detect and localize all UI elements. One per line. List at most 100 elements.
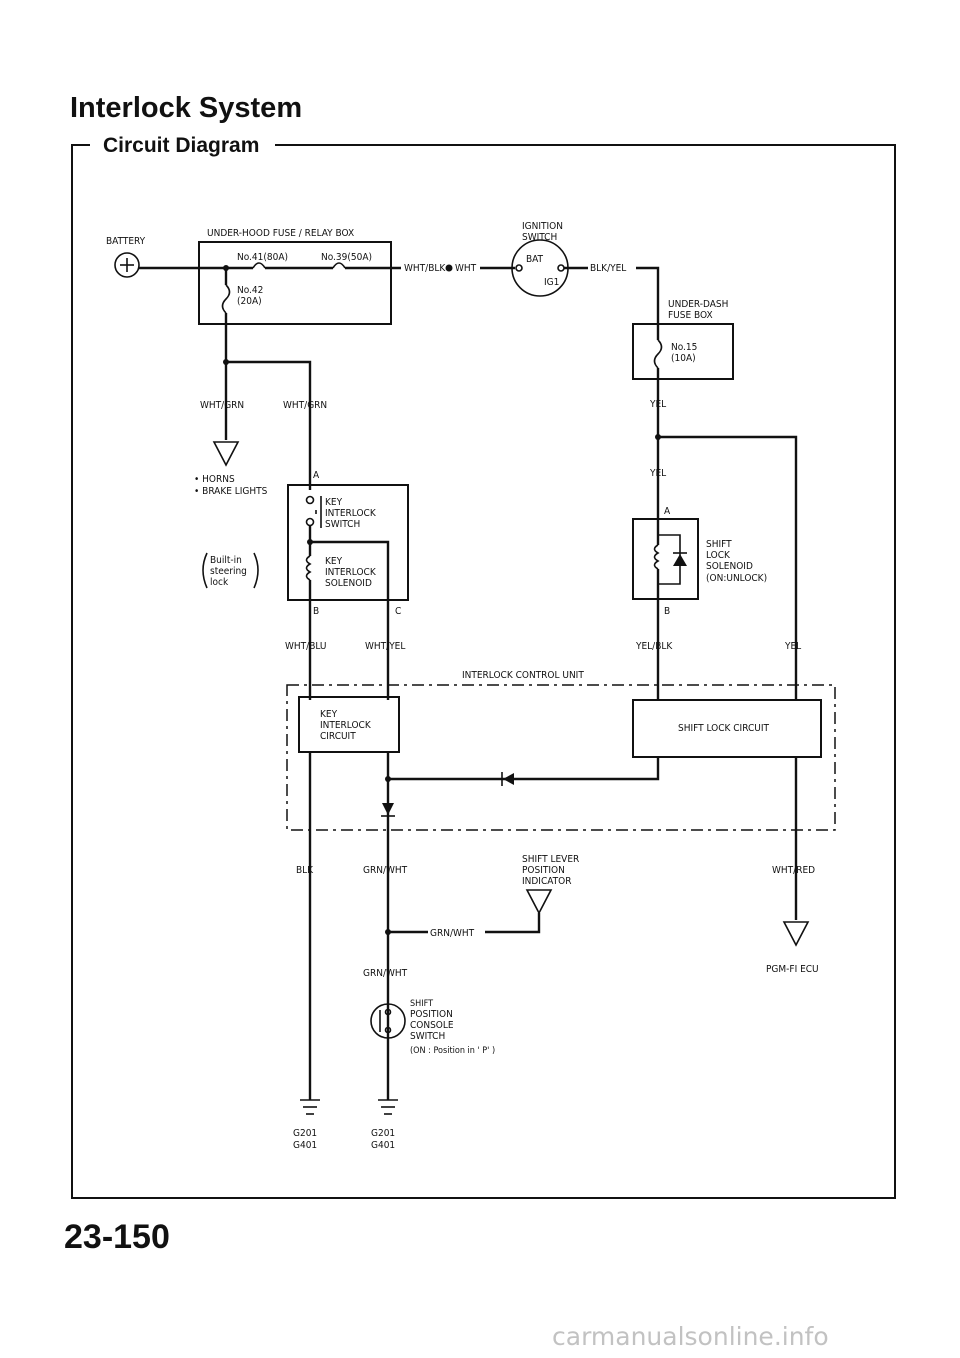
key-solenoid-coil: [305, 555, 312, 581]
fuse41-symbol: [252, 262, 266, 269]
key-circuit-label-3: CIRCUIT: [320, 731, 356, 742]
wire-to-indicator: [485, 913, 541, 934]
console-label-1: SHIFT: [410, 999, 433, 1009]
term-c-left: C: [395, 606, 401, 617]
term-a-left: A: [313, 470, 320, 481]
underdash-fuse-box: [632, 323, 734, 380]
console-label-2: POSITION: [410, 1009, 453, 1020]
page-subtitle: Circuit Diagram: [103, 134, 260, 157]
shift-sol-label-4: (ON:UNLOCK): [706, 573, 767, 584]
console-label-4: SWITCH: [410, 1031, 445, 1042]
wire-wht-grn-right: [226, 360, 312, 490]
underdash-label-2: FUSE BOX: [668, 310, 713, 321]
grn-wht-label-3: GRN/WHT: [363, 968, 408, 979]
key-switch-label-1: KEY: [325, 497, 343, 508]
yel-label-2: YEL: [649, 468, 666, 479]
indicator-label-3: INDICATOR: [522, 876, 571, 887]
builtin-label-3: lock: [210, 577, 229, 588]
splice-grn-wht: [385, 929, 391, 935]
fuse41-label: No.41(80A): [237, 252, 288, 263]
yel-blk-label: YEL/BLK: [635, 641, 673, 652]
control-unit-label: INTERLOCK CONTROL UNIT: [462, 670, 584, 681]
underdash-label-1: UNDER-DASH: [668, 299, 728, 310]
ground-left-label-2: G401: [293, 1140, 317, 1151]
key-switch-label-3: SWITCH: [325, 519, 360, 530]
blk-yel-label: BLK/YEL: [590, 263, 626, 274]
fuse15-symbol: [653, 339, 663, 369]
underhood-fuse-box: [198, 241, 392, 325]
page-number: 23-150: [64, 1218, 170, 1256]
wht-red-label: WHT/RED: [772, 865, 815, 876]
fuse15-amperage: (10A): [671, 353, 696, 364]
shift-lock-circuit-box: [632, 699, 822, 758]
shift-circuit-label: SHIFT LOCK CIRCUIT: [678, 723, 769, 734]
diode-horizontal: [503, 773, 514, 785]
shift-solenoid-wiring: [658, 534, 681, 585]
connector-wht: [445, 264, 453, 272]
brake-lights-label: • BRAKE LIGHTS: [194, 486, 268, 497]
console-label-3: CONSOLE: [410, 1020, 454, 1031]
fuse15-number: No.15: [671, 342, 697, 353]
key-switch-contact-top: [305, 495, 315, 505]
ground-right-label-1: G201: [371, 1128, 395, 1139]
shift-solenoid-coil: [653, 544, 660, 570]
yel-label-3: YEL: [784, 641, 801, 652]
shift-sol-label-3: SOLENOID: [706, 561, 753, 572]
fuse42-amperage: (20A): [237, 296, 262, 307]
console-label-5: (ON : Position in ' P' ): [410, 1046, 495, 1056]
key-solenoid-label-1: KEY: [325, 556, 343, 567]
fuse42-symbol: [221, 284, 231, 314]
key-switch-contact-bottom: [305, 517, 315, 527]
shift-sol-label-2: LOCK: [706, 550, 731, 561]
ground-left-label-1: G201: [293, 1128, 317, 1139]
pgm-fi-arrow: [782, 921, 810, 947]
grn-wht-label-1: GRN/WHT: [363, 865, 408, 876]
shift-lock-solenoid-box: [632, 518, 699, 600]
wire-diode-row: [388, 757, 660, 781]
wht-grn-left-label: WHT/GRN: [200, 400, 244, 411]
horns-arrow: [212, 441, 240, 467]
wht-label: WHT: [455, 263, 477, 274]
bat-terminal-label: BAT: [526, 254, 544, 265]
ignition-label-2: SWITCH: [522, 232, 557, 243]
term-b-left: B: [313, 606, 319, 617]
indicator-label-2: POSITION: [522, 865, 565, 876]
wht-blu-label: WHT/BLU: [285, 641, 326, 652]
key-switch-label-2: INTERLOCK: [325, 508, 377, 519]
battery-label: BATTERY: [106, 236, 146, 247]
builtin-paren-right: [253, 552, 259, 589]
ignition-label-1: IGNITION: [522, 221, 563, 232]
console-switch: [370, 1003, 406, 1039]
horns-label: • HORNS: [194, 474, 235, 485]
shift-diode: [673, 554, 687, 566]
key-solenoid-label-2: INTERLOCK: [325, 567, 377, 578]
fuse39-label: No.39(50A): [321, 252, 372, 263]
pgm-fi-label: PGM-FI ECU: [766, 964, 819, 975]
wire-key-box-right: [310, 540, 390, 700]
key-interlock-circuit-box: [298, 696, 400, 753]
indicator-label-1: SHIFT LEVER: [522, 854, 579, 865]
grn-wht-label-2: GRN/WHT: [430, 928, 475, 939]
watermark: carmanualsonline.info: [552, 1322, 829, 1351]
wht-blk-label: WHT/BLK: [404, 263, 446, 274]
indicator-arrow: [525, 889, 553, 915]
fuse42-number: No.42: [237, 285, 263, 296]
term-b-right: B: [664, 606, 670, 617]
yel-label-1: YEL: [649, 399, 666, 410]
diode-vertical: [382, 803, 394, 815]
console-contact-top: [384, 1008, 392, 1016]
key-interlock-box: [287, 484, 409, 601]
wht-grn-right-label: WHT/GRN: [283, 400, 327, 411]
builtin-label-1: Built-in: [210, 555, 242, 566]
shift-sol-label-1: SHIFT: [706, 539, 732, 550]
builtin-paren-left: [202, 552, 208, 589]
wht-yel-label: WHT/YEL: [365, 641, 405, 652]
key-circuit-label-1: KEY: [320, 709, 338, 720]
console-contact-bottom: [384, 1026, 392, 1034]
ig1-terminal-label: IG1: [544, 277, 559, 288]
key-circuit-label-2: INTERLOCK: [320, 720, 372, 731]
ground-right-label-2: G401: [371, 1140, 395, 1151]
wire-yel-right: [658, 435, 798, 700]
ignition-contact-left: [515, 264, 523, 272]
